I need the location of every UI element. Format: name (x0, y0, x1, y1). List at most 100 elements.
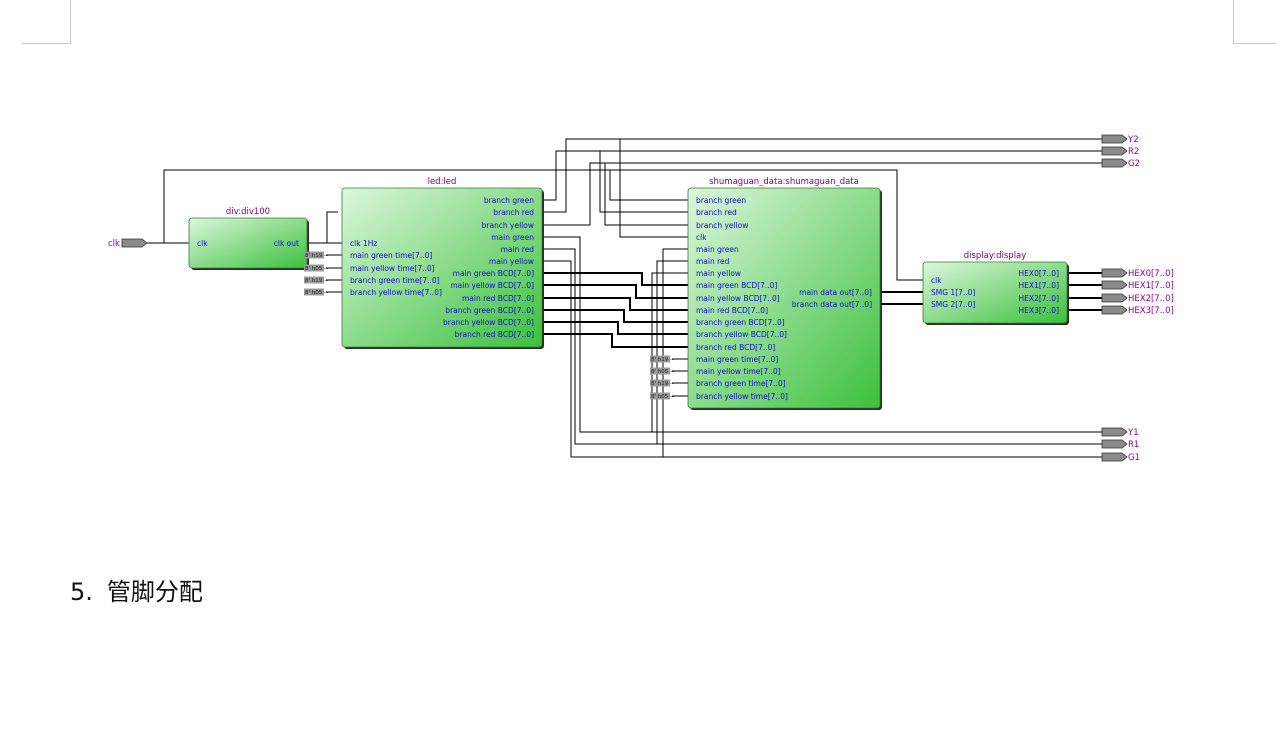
wire-g2 (542, 162, 1102, 226)
output-pin-r1[interactable]: R1 (1101, 439, 1139, 450)
output-pin-label: Y2 (1127, 135, 1139, 145)
output-port-label: HEX3[7..0] (1019, 306, 1060, 315)
bus-bcd-1 (542, 284, 688, 299)
input-port-label: branch red BCD[7..0] (696, 343, 775, 352)
wire-sh-clk (619, 139, 688, 238)
input-port-label: SMG 1[7..0] (931, 288, 975, 297)
constant-value: 8' h19 -- (304, 251, 328, 259)
constant-value: 8' h19 -- (304, 276, 328, 284)
output-port-label: main red (501, 245, 535, 254)
constant-value: 8' h05 -- (304, 264, 328, 272)
input-port-label: branch yellow time[7..0] (696, 392, 788, 401)
bus-layer (542, 272, 1102, 348)
input-port-label: clk (696, 233, 707, 242)
module-title: led:led (428, 177, 457, 187)
input-port-label: clk (197, 239, 208, 248)
constant-value: 8' h05 -- (304, 288, 328, 296)
output-pin-label: R1 (1128, 440, 1139, 450)
wire-y2 (542, 138, 1102, 213)
output-port-label: branch red (493, 208, 534, 217)
bus-bcd-3 (542, 309, 688, 323)
constant-label: 8' h05 -- (305, 266, 328, 272)
module-title: display:display (964, 251, 1027, 261)
wire-sh-branch-yellow (604, 163, 688, 226)
wire-sh-main-red (656, 260, 688, 444)
bus-bcd-5 (542, 333, 688, 348)
wire-sh-main-yellow (651, 272, 688, 432)
output-port-label: clk out (274, 239, 299, 248)
output-port-label: HEX1[7..0] (1019, 281, 1060, 290)
output-pin-label: G2 (1128, 159, 1140, 169)
wire-clk-display (163, 169, 923, 281)
output-port-label: branch green BCD[7..0] (445, 306, 534, 315)
module-div[interactable]: div:div100 clk clk out (188, 207, 309, 270)
input-port-label: main yellow time[7..0] (350, 264, 435, 273)
module-title: shumaguan_data:shumaguan_data (709, 177, 859, 187)
output-port-label: main yellow BCD[7..0] (450, 281, 534, 290)
output-pin-label: HEX2[7..0] (1128, 294, 1174, 304)
output-pin-y1[interactable]: Y1 (1101, 427, 1139, 438)
input-port-label: branch yellow BCD[7..0] (696, 330, 787, 339)
input-port-label: branch red (696, 208, 737, 217)
input-port-label: clk (931, 276, 942, 285)
output-port-label: branch yellow (482, 221, 534, 230)
output-pin-hex3[interactable]: HEX3[7..0] (1101, 305, 1174, 316)
input-port-label: main red BCD[7..0] (696, 306, 768, 315)
output-pin-g2[interactable]: G2 (1101, 158, 1140, 169)
input-pin-clk[interactable]: clk (108, 238, 148, 249)
wire-g1 (542, 260, 1102, 458)
input-port-label: main green BCD[7..0] (696, 281, 777, 290)
output-port-label: branch green (484, 196, 534, 205)
output-port-label: main green BCD[7..0] (453, 269, 534, 278)
output-pin-hex2[interactable]: HEX2[7..0] (1101, 293, 1174, 304)
constant-label: 8' h19 -- (651, 357, 674, 363)
output-pin-g1[interactable]: G1 (1101, 452, 1140, 463)
output-pin-label: G1 (1128, 453, 1140, 463)
input-port-label: main green time[7..0] (696, 355, 778, 364)
input-port-label: main yellow (696, 269, 741, 278)
constant-label: 8' h05 -- (305, 290, 328, 296)
module-title: div:div100 (226, 207, 270, 217)
output-pin-label: HEX3[7..0] (1128, 306, 1174, 316)
constant-layer: 8' h19 -- 8' h05 -- 8' h19 -- 8' h05 -- 8' h… (304, 251, 674, 400)
output-pin-label: HEX0[7..0] (1128, 269, 1174, 279)
output-port-label: branch red BCD[7..0] (455, 330, 534, 339)
output-pin-label: HEX1[7..0] (1128, 281, 1174, 291)
output-port-label: main green (491, 233, 534, 242)
input-port-label: branch green time[7..0] (350, 276, 440, 285)
output-port-label: main red BCD[7..0] (462, 294, 534, 303)
crop-mark-top-left-v (70, 0, 71, 44)
constant-value: 8' h19 -- (650, 379, 674, 387)
crop-mark-top-right-v (1233, 0, 1234, 44)
wire-r1 (542, 248, 1102, 445)
wire-r2 (542, 150, 1102, 201)
wire-sh-branch-green (609, 170, 688, 201)
output-port-label: main yellow (489, 257, 534, 266)
output-pin-r2[interactable]: R2 (1101, 146, 1139, 157)
bus-bcd-4 (542, 321, 688, 335)
constant-value: 8' h19 -- (650, 355, 674, 363)
output-port-label: branch yellow BCD[7..0] (443, 318, 534, 327)
constant-label: 8' h05 -- (651, 394, 674, 400)
input-port-label: main yellow time[7..0] (696, 367, 781, 376)
output-pin-hex0[interactable]: HEX0[7..0] (1101, 268, 1174, 279)
output-pin-y2[interactable]: Y2 (1101, 134, 1139, 145)
input-pin-label: clk (108, 239, 120, 249)
output-pin-label: R2 (1128, 147, 1139, 157)
input-port-label: SMG 2[7..0] (931, 300, 975, 309)
crop-mark-top-left-h (22, 43, 70, 44)
constant-label: 8' h19 -- (305, 253, 328, 259)
output-port-label: HEX2[7..0] (1019, 294, 1060, 303)
constant-label: 8' h05 -- (651, 369, 674, 375)
crop-mark-top-right-h (1234, 43, 1276, 44)
output-port-label: main data out[7..0] (799, 288, 872, 297)
output-pin-hex1[interactable]: HEX1[7..0] (1101, 280, 1174, 291)
input-port-label: branch green (696, 196, 746, 205)
output-pin-label: Y1 (1127, 428, 1139, 438)
